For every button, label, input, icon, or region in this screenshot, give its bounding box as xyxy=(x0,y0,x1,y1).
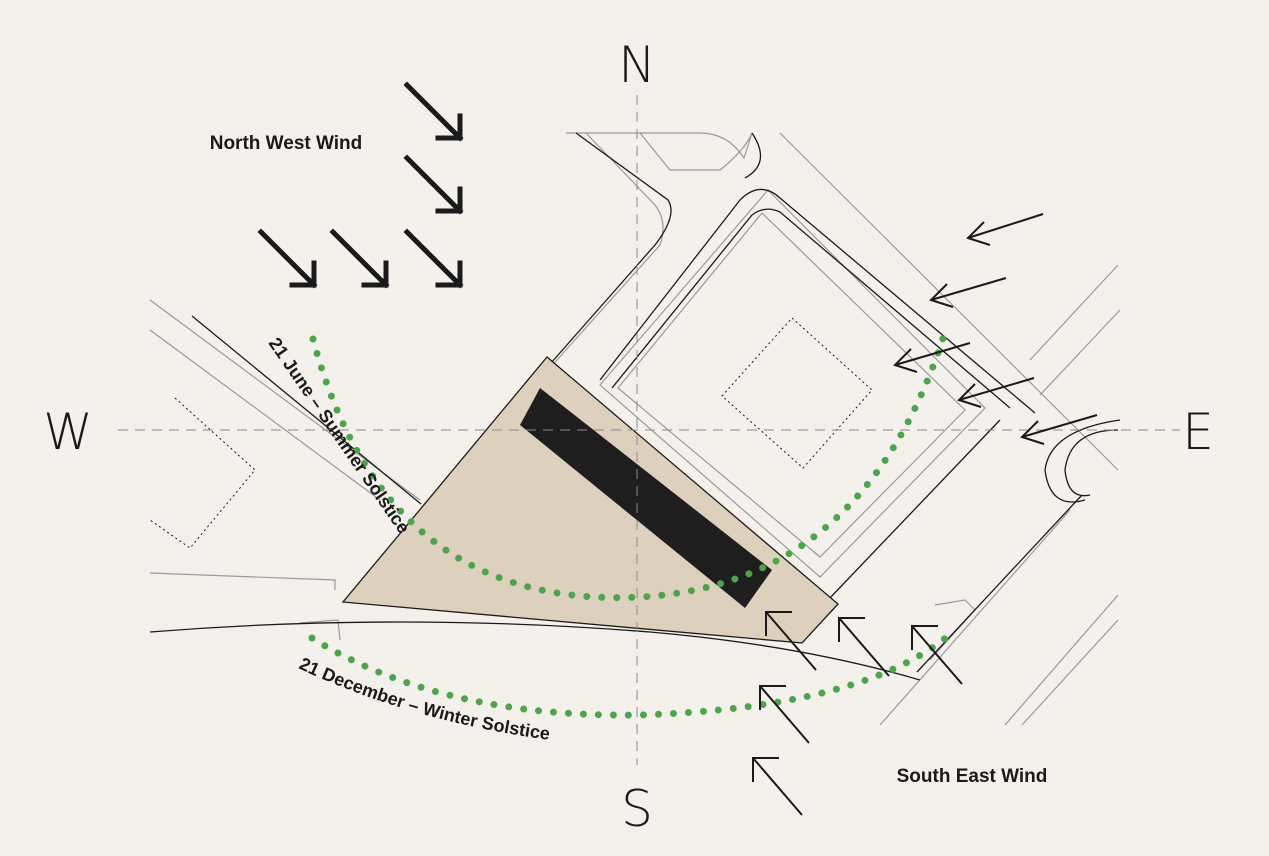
nw-arrow-icon xyxy=(403,81,464,142)
site-area xyxy=(341,356,839,644)
compass-east: E xyxy=(1182,403,1214,461)
se-wind-label: South East Wind xyxy=(897,766,1048,787)
nw-arrow-icon xyxy=(329,228,390,289)
east-wind-arrows xyxy=(893,213,1098,445)
nw-arrow-icon xyxy=(403,154,464,215)
dotted-footprints xyxy=(149,317,873,549)
nw-wind-arrows xyxy=(257,81,464,289)
arrow-left-icon xyxy=(966,213,1044,246)
arrow-left-icon xyxy=(1020,414,1098,445)
arrow-up-left-icon xyxy=(759,685,810,744)
arrow-up-left-icon xyxy=(752,757,803,816)
summer-solstice-label: 21 June – Summer Solstice xyxy=(265,334,414,537)
compass-south: S xyxy=(621,780,653,838)
nw-arrow-icon xyxy=(257,228,318,289)
nw-wind-label: North West Wind xyxy=(210,133,363,154)
compass-north: N xyxy=(618,36,655,94)
arrow-up-left-icon xyxy=(911,625,963,685)
arrow-left-icon xyxy=(893,342,971,373)
context-streets xyxy=(149,132,1121,726)
arrow-left-icon xyxy=(957,377,1035,408)
arrow-left-icon xyxy=(929,277,1007,308)
compass-axes xyxy=(118,95,1180,765)
arrow-up-left-icon xyxy=(838,617,890,677)
arrow-up-left-icon xyxy=(765,611,817,671)
context-main-roads xyxy=(149,132,1121,681)
building-footprint xyxy=(520,388,772,608)
nw-arrow-icon xyxy=(403,228,464,289)
se-wind-arrows xyxy=(752,611,963,816)
summer-sun-path xyxy=(309,328,949,602)
winter-solstice-label: 21 December – Winter Solstice xyxy=(296,653,551,743)
compass-west: W xyxy=(43,403,92,461)
winter-sun-path xyxy=(308,632,952,719)
